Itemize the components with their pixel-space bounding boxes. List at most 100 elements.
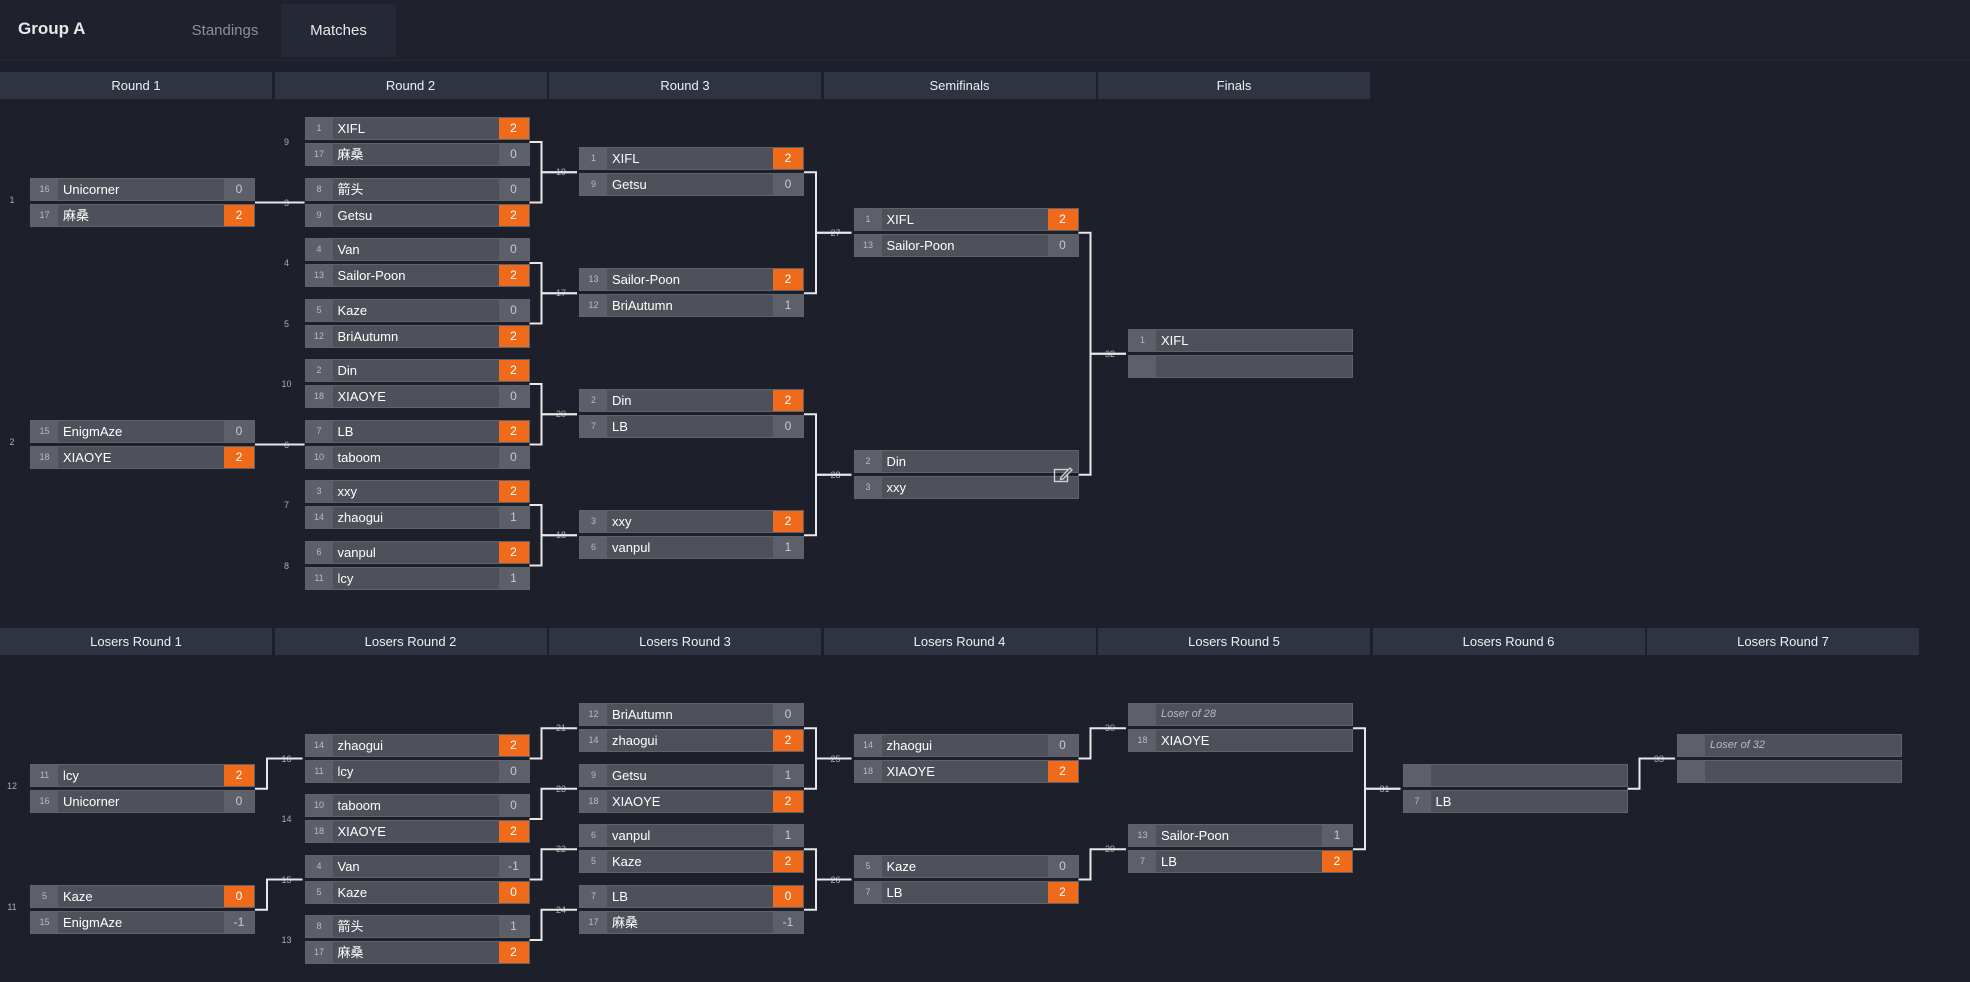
player-slot[interactable] <box>1677 759 1902 783</box>
player-slot[interactable]: Loser of 28 <box>1128 703 1353 727</box>
player-slot[interactable] <box>1402 763 1628 787</box>
tab-standings[interactable]: Standings <box>191 22 259 39</box>
match-box[interactable]: Loser of 32 <box>1677 733 1902 784</box>
player-slot[interactable] <box>1128 354 1353 378</box>
edit-icon[interactable] <box>1053 466 1073 484</box>
player-slot[interactable]: Loser of 32 <box>1677 733 1902 757</box>
tab-matches[interactable]: Matches <box>281 4 396 57</box>
